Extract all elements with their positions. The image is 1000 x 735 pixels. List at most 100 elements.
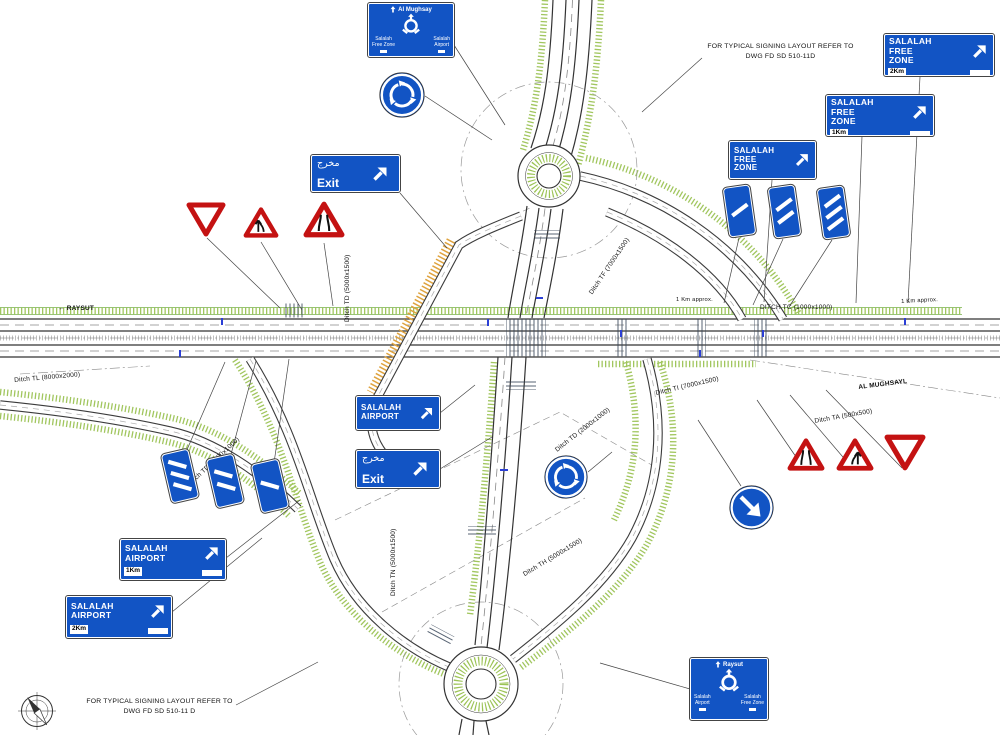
roundabout-diagram-icon	[402, 13, 420, 34]
label-ditch-tn: Ditch TN (5000x1500)	[390, 528, 397, 596]
blue-tick-marks	[179, 297, 906, 471]
up-right-arrow-icon	[373, 167, 387, 181]
landscape-hatching	[0, 0, 962, 678]
ramp-centrelines	[0, 175, 784, 668]
up-right-arrow-icon	[795, 154, 808, 167]
leader-lines	[171, 44, 921, 706]
exit-latin-label: Exit	[317, 176, 340, 190]
distance-plate: 2Km	[888, 67, 907, 75]
distance-plate: 1Km	[830, 128, 849, 136]
link-road-north	[507, 205, 564, 319]
countdown-marker-3-bars-sign	[815, 184, 852, 241]
exit-arabic-label: مخرج	[362, 453, 385, 464]
label-ditch-tc: DITCH TC (1000x1000)	[760, 304, 833, 311]
note-line: DWG FD SD 510-11D	[745, 52, 816, 60]
blank-plate	[748, 707, 756, 711]
roundabout-mandatory-sign-top	[379, 72, 425, 118]
roundabout-arrows-icon	[389, 80, 417, 108]
main-road	[0, 318, 1000, 358]
advance-ahead-label: Al Mughsay	[398, 6, 432, 13]
left-arrow-icon: ←	[58, 305, 65, 312]
exit-sign-north: مخرج Exit	[310, 154, 401, 193]
label-raysut: ← RAYSUT	[58, 305, 95, 312]
top-reference-note: FOR TYPICAL SIGNING LAYOUT REFER TO DWG …	[698, 42, 863, 62]
sign-text: SALALAH FREE ZONE	[889, 36, 932, 66]
landscape-edge-lines	[0, 307, 962, 315]
salalah-free-zone-sign-1km: SALALAH FREE ZONE 1Km	[825, 94, 935, 137]
label-1km-approx: 1 Km approx.	[676, 297, 713, 303]
blank-plate	[148, 628, 168, 634]
exit-arabic-label: مخرج	[317, 158, 340, 169]
countdown-marker-2-bars-sign	[766, 183, 803, 240]
give-way-triangle-sign	[884, 434, 926, 471]
exit-text: مخرج Exit	[317, 158, 370, 189]
up-right-arrow-icon	[205, 547, 218, 560]
salalah-free-zone-sign: SALALAH FREE ZONE	[728, 140, 817, 180]
salalah-airport-sign: SALALAH AIRPORT	[355, 395, 441, 431]
salalah-free-zone-sign-2km: SALALAH FREE ZONE 2Km	[883, 33, 995, 77]
north-compass	[18, 692, 56, 730]
south-stub-road	[458, 718, 490, 735]
blank-plate	[380, 49, 388, 53]
construction-circles	[398, 81, 638, 735]
keep-right-arrow-sign	[729, 485, 774, 530]
up-right-arrow-icon	[913, 106, 926, 119]
road-narrows-warning-triangle-sign	[303, 201, 345, 238]
merge-warning-triangle-sign	[836, 438, 874, 471]
sign-text: SALALAH FREE ZONE	[734, 145, 775, 173]
north-road	[530, 0, 593, 161]
blank-plate	[202, 570, 222, 576]
salalah-airport-sign-2km: SALALAH AIRPORT 2Km	[65, 595, 173, 639]
up-right-arrow-icon	[151, 604, 164, 618]
exit-sign-center: مخرج Exit	[355, 449, 441, 489]
exit-text: مخرج Exit	[362, 453, 410, 485]
roundabout-diagram-icon	[719, 668, 739, 692]
note-line: DWG FD SD 510-11 D	[123, 707, 196, 715]
countdown-marker-3-bars-sign	[159, 447, 201, 505]
blank-plate	[910, 131, 930, 135]
blank-plate	[698, 707, 706, 711]
two-bars-icon	[774, 196, 795, 225]
sign-text: SALALAH AIRPORT	[361, 403, 402, 421]
roundabout-arrows-icon	[554, 462, 580, 489]
compass-needle-icon	[27, 697, 48, 726]
sign-text: SALALAH AIRPORT	[71, 600, 114, 621]
countdown-marker-2-bars-sign	[204, 452, 246, 510]
bottom-roundabout	[443, 646, 519, 722]
advance-right-destination: Salalah Airport	[433, 36, 450, 53]
blank-plate	[970, 70, 990, 75]
up-arrow-icon	[390, 6, 396, 13]
countdown-marker-1-bar-sign	[721, 183, 758, 239]
three-bars-icon	[167, 459, 193, 492]
one-bar-icon	[730, 202, 749, 218]
give-way-triangle-sign	[186, 202, 226, 237]
blank-plate	[438, 49, 446, 53]
distance-plate: 1Km	[124, 567, 143, 576]
three-bars-icon	[823, 193, 844, 231]
up-right-arrow-icon	[413, 462, 427, 476]
exit-latin-label: Exit	[362, 472, 385, 486]
two-bars-icon	[213, 469, 236, 491]
top-roundabout	[517, 144, 581, 208]
distance-plate: 2Km	[70, 625, 89, 634]
sign-text: SALALAH FREE ZONE	[831, 97, 874, 127]
note-line: FOR TYPICAL SIGNING LAYOUT REFER TO	[707, 43, 854, 50]
one-bar-icon	[260, 480, 280, 490]
roundabout-mandatory-sign-center	[544, 455, 588, 499]
advance-direction-sign-bottom: Raysut Salalah Airport Salalah Free Zone	[689, 657, 769, 721]
road-narrows-warning-triangle-sign	[787, 438, 825, 471]
up-right-arrow-icon	[420, 407, 433, 419]
advance-ahead-label: Raysut	[722, 661, 743, 668]
merge-warning-triangle-sign	[243, 207, 279, 238]
advance-right-destination: Salalah Free Zone	[741, 694, 764, 711]
down-right-arrow-icon	[739, 495, 761, 517]
up-arrow-icon	[715, 661, 721, 668]
label-ditch-td-center: Ditch TD (5000x1500)	[344, 254, 351, 322]
link-road-south	[474, 356, 527, 651]
note-line: FOR TYPICAL SIGNING LAYOUT REFER TO	[86, 698, 233, 705]
advance-left-destination: Salalah Free Zone	[372, 36, 395, 53]
countdown-marker-1-bar-sign	[249, 457, 291, 515]
salalah-airport-sign-1km: SALALAH AIRPORT 1Km	[119, 538, 227, 581]
